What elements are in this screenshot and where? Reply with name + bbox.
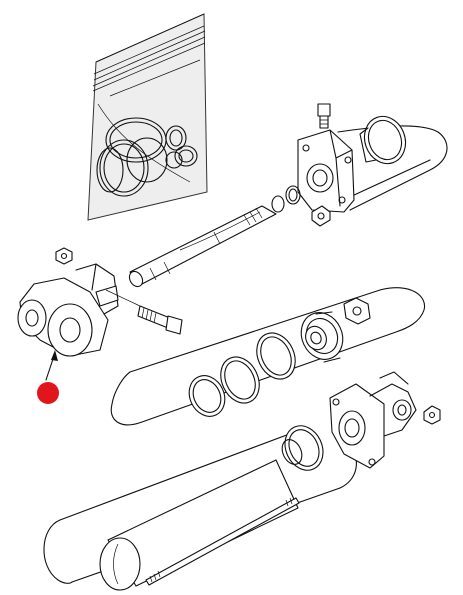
cylinder-end-ring — [359, 115, 407, 165]
rod-wiper-rings — [271, 185, 301, 213]
callout-rod-end-clevis — [37, 350, 59, 404]
cylinder-head — [297, 129, 355, 213]
cylinder-barrel — [99, 459, 299, 591]
head-nut — [311, 205, 331, 227]
base-end-nut — [423, 405, 441, 425]
piston-nut — [343, 297, 371, 325]
port-fitting — [317, 103, 331, 129]
piston-seals — [188, 332, 296, 417]
tie-rod — [145, 497, 300, 586]
piston — [300, 311, 344, 363]
hydraulic-cylinder-tube-middle — [110, 287, 426, 426]
o-ring-set — [96, 117, 198, 197]
clevis-bolt — [137, 305, 183, 335]
clevis-nut — [55, 247, 73, 265]
piston-rod — [128, 205, 277, 288]
clevis-bolt-guide — [105, 289, 141, 307]
base-end-rings — [281, 425, 324, 471]
seal-kit-bag — [87, 13, 208, 221]
rod-end-clevis — [17, 263, 119, 357]
callout-marker — [37, 382, 59, 404]
base-end-cap — [329, 371, 417, 469]
